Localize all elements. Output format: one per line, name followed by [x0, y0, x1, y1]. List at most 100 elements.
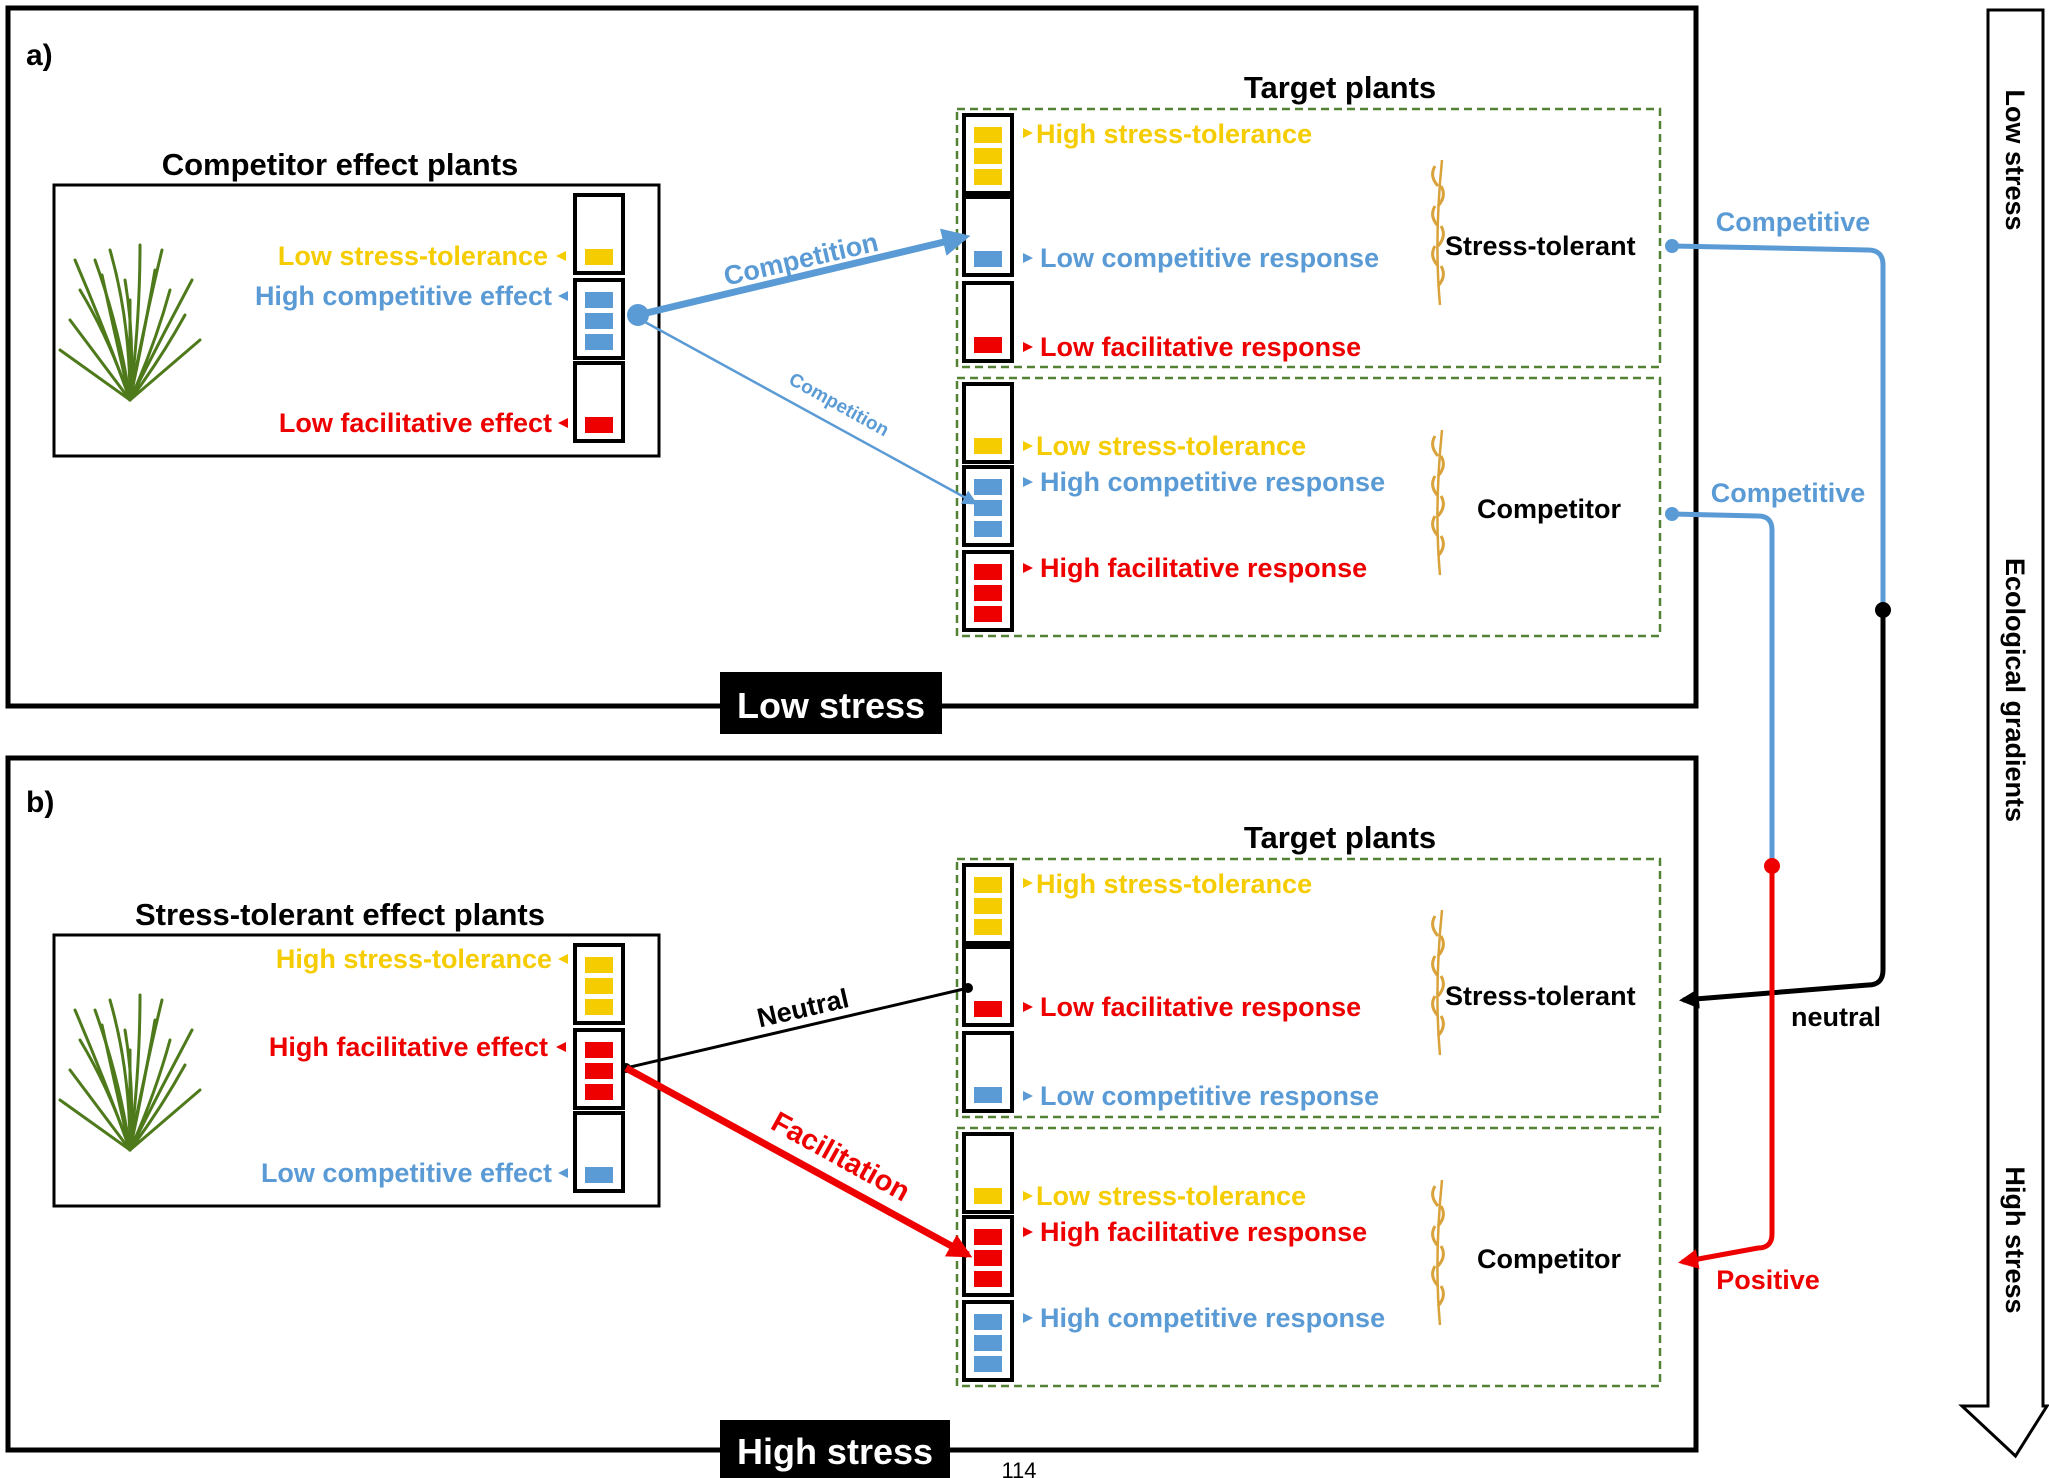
wheat-stem [1436, 909, 1444, 1056]
trait-bar [962, 1132, 1014, 1214]
target-trait-label: High facilitative response [1040, 1217, 1367, 1247]
grass-blade [73, 258, 132, 402]
outcome-label: neutral [1791, 1002, 1881, 1032]
wheat-grain [1431, 915, 1440, 938]
trait-block [974, 877, 1002, 893]
trait-block [974, 1229, 1002, 1245]
trait-block [585, 957, 613, 973]
pointer-icon [558, 1168, 568, 1178]
trait-bar [962, 281, 1014, 363]
page-number: 114 [1001, 1458, 1036, 1478]
stress-label: High stress [737, 1431, 933, 1472]
wheat-grain [1431, 435, 1440, 458]
target-group-competitor [955, 376, 1662, 638]
target-trait-label: Low competitive response [1040, 243, 1379, 273]
trait-bar [573, 193, 625, 275]
target-trait-label: High stress-tolerance [1036, 869, 1312, 899]
pointer-icon [1023, 342, 1033, 352]
target-group-stress-tolerant [955, 107, 1662, 369]
trait-box [573, 361, 625, 443]
grass-blade [128, 1028, 194, 1152]
target-trait-label: High competitive response [1040, 467, 1385, 497]
wheat-grain [1436, 495, 1445, 518]
wheat-grain [1436, 1245, 1445, 1268]
pointer-icon [1023, 1002, 1033, 1012]
gradient-label-middle: Ecological gradients [2000, 558, 2030, 822]
trait-bar [573, 278, 625, 360]
pointer-icon [1023, 128, 1033, 138]
target-trait-label: High facilitative response [1040, 553, 1367, 583]
target-trait-label: Low facilitative response [1040, 992, 1361, 1022]
target-plants-title: Target plants [1244, 70, 1436, 105]
trait-block [974, 438, 1002, 454]
grass-blade [100, 1023, 132, 1152]
trait-block [585, 334, 613, 350]
target-trait-label: Low stress-tolerance [1036, 431, 1306, 461]
grass-blade [128, 1063, 187, 1152]
trait-block [585, 978, 613, 994]
pointer-icon [1023, 1227, 1033, 1237]
wheat-icon [1431, 429, 1445, 576]
panel-b-label: b) [26, 786, 54, 819]
grass-blade [73, 1008, 132, 1152]
target-trait-label: Low competitive response [1040, 1081, 1379, 1111]
wheat-grain [1436, 1015, 1445, 1038]
trait-block [974, 479, 1002, 495]
trait-block [974, 1271, 1002, 1287]
wheat-grain [1436, 265, 1445, 288]
trait-box [573, 193, 625, 275]
grass-blade [128, 338, 202, 402]
wheat-grain [1436, 185, 1445, 208]
trait-bar [962, 113, 1014, 195]
wheat-grain [1431, 515, 1440, 538]
grass-blade [100, 273, 132, 402]
target-trait-label: Low facilitative response [1040, 332, 1361, 362]
effect-plants-title: Stress-tolerant effect plants [135, 897, 545, 932]
effect-trait-label: High facilitative effect [269, 1032, 548, 1062]
neutral-connector [1679, 610, 1886, 1009]
effect-plants-box [52, 933, 661, 1208]
trait-box [962, 281, 1014, 363]
stress-label-box [720, 672, 942, 734]
neutral-line [625, 986, 969, 1070]
target-name: Competitor [1477, 494, 1621, 524]
trait-block [585, 999, 613, 1015]
wheat-grain [1431, 1265, 1440, 1288]
target-name: Competitor [1477, 1244, 1621, 1274]
positive-connector [1678, 866, 1775, 1269]
wheat-grain [1431, 475, 1440, 498]
panel-a-frame [5, 5, 1699, 709]
trait-block [974, 585, 1002, 601]
trait-block [974, 1188, 1002, 1204]
target-trait-label: High competitive response [1040, 1303, 1385, 1333]
pointer-icon [1023, 1191, 1033, 1201]
wheat-grain [1436, 935, 1445, 958]
grass-icon [58, 993, 202, 1152]
grass-blade [128, 278, 194, 402]
grass-blade [68, 318, 132, 402]
trait-block [974, 1250, 1002, 1266]
wheat-grain [1436, 1285, 1445, 1308]
trait-bar [962, 1215, 1014, 1297]
wheat-grain [1431, 1185, 1440, 1208]
target-trait-label: High stress-tolerance [1036, 119, 1312, 149]
trait-block [974, 898, 1002, 914]
wheat-grain [1431, 995, 1440, 1018]
trait-block [974, 337, 1002, 353]
wheat-stem [1436, 1179, 1444, 1326]
pointer-icon [556, 1042, 566, 1052]
grass-blade [128, 998, 164, 1152]
interaction-label: Competition [785, 369, 892, 441]
target-plants-title: Target plants [1244, 820, 1436, 855]
trait-bar [962, 465, 1014, 547]
competitive-connector-outer [1671, 243, 1886, 610]
trait-bar [962, 945, 1014, 1027]
pointer-icon [1023, 253, 1033, 263]
trait-block [585, 1063, 613, 1079]
wheat-grain [1431, 245, 1440, 268]
trait-block [585, 292, 613, 308]
outcome-connectors: Competitive neutral Competitive Positive [1665, 207, 1891, 1295]
gradient-label-bottom: High stress [2000, 1166, 2030, 1313]
trait-bar [573, 361, 625, 443]
